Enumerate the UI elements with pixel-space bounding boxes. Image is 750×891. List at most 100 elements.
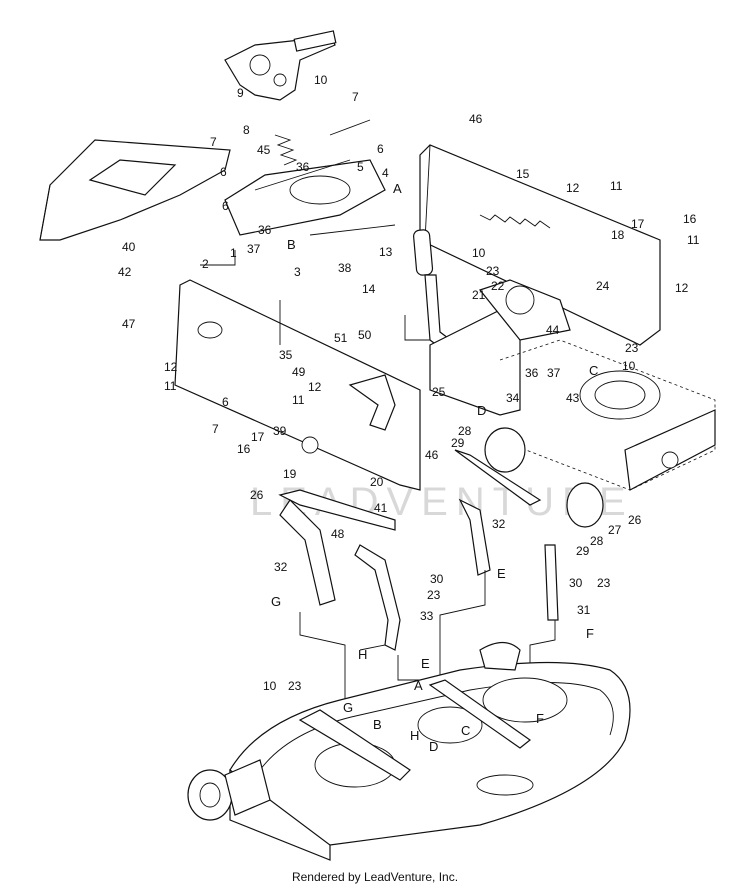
- callout-25: 25: [432, 385, 446, 399]
- rod-38: [309, 224, 396, 236]
- callout-10-a: 10: [314, 73, 328, 87]
- callout-19: 19: [283, 467, 297, 481]
- callout-6-c: 6: [222, 199, 229, 213]
- callout-11-a: 11: [610, 179, 623, 193]
- callout-C-deck: C: [461, 723, 470, 738]
- callout-6-d: 6: [222, 395, 229, 409]
- frame-plate-left: [39, 139, 231, 241]
- callout-30-b: 30: [569, 576, 583, 590]
- callout-23-c: 23: [427, 588, 441, 602]
- callout-C-top: C: [589, 363, 598, 378]
- callout-11-d: 11: [292, 393, 305, 407]
- callout-12-c: 12: [164, 360, 178, 374]
- callout-9: 9: [237, 86, 244, 100]
- callout-29-a: 29: [451, 436, 465, 450]
- callout-14: 14: [362, 282, 376, 296]
- callout-46-a: 46: [469, 112, 483, 126]
- callout-21: 21: [472, 288, 486, 302]
- callout-6-b: 6: [220, 165, 227, 179]
- callout-12-d: 12: [308, 380, 322, 394]
- callout-12-b: 12: [675, 281, 689, 295]
- callout-G-mid: G: [271, 594, 281, 609]
- callout-B-deck: B: [373, 717, 382, 732]
- callout-38: 38: [338, 261, 352, 275]
- callout-3: 3: [294, 265, 301, 279]
- callout-28-b: 28: [590, 534, 604, 548]
- callout-23-b: 23: [625, 341, 639, 355]
- callout-27: 27: [608, 523, 622, 537]
- callout-49: 49: [292, 365, 306, 379]
- callout-16-a: 16: [683, 212, 697, 226]
- callout-35: 35: [279, 348, 293, 362]
- callout-23-d: 23: [597, 576, 611, 590]
- callout-48: 48: [331, 527, 345, 541]
- callout-A-top: A: [393, 181, 402, 196]
- gauge-wheel: [187, 759, 271, 821]
- callout-10-c: 10: [622, 359, 636, 373]
- callout-20: 20: [370, 475, 384, 489]
- callout-B-top: B: [287, 237, 296, 252]
- callout-42: 42: [118, 265, 132, 279]
- callout-E-deck: E: [421, 656, 430, 671]
- footer-credit: Rendered by LeadVenture, Inc.: [291, 870, 459, 884]
- callout-45: 45: [257, 143, 271, 157]
- callout-13: 13: [379, 245, 393, 259]
- callout-2: 2: [202, 257, 209, 271]
- callout-12-a: 12: [566, 181, 580, 195]
- quadrant-49: [348, 374, 396, 431]
- callout-10-d: 10: [263, 679, 277, 693]
- callout-50: 50: [358, 328, 372, 342]
- lift-bracket-assembly: [224, 119, 386, 236]
- callout-22: 22: [491, 279, 505, 293]
- callout-39: 39: [273, 424, 287, 438]
- callout-36-a: 36: [296, 160, 310, 174]
- callout-F-deck: F: [536, 711, 544, 726]
- callout-51: 51: [334, 331, 348, 345]
- callout-36-b: 36: [258, 223, 272, 237]
- callout-F-mid: F: [586, 626, 594, 641]
- callout-5: 5: [357, 160, 364, 174]
- callout-43: 43: [566, 391, 580, 405]
- callout-28-a: 28: [458, 424, 472, 438]
- frame-panel-47: [174, 279, 421, 491]
- callout-40: 40: [122, 240, 136, 254]
- callout-23-e: 23: [288, 679, 302, 693]
- callout-37-b: 37: [547, 366, 561, 380]
- callout-6-a: 6: [377, 142, 384, 156]
- callout-11-c: 11: [164, 379, 177, 393]
- callout-23-a: 23: [486, 264, 500, 278]
- callout-7-b: 7: [210, 135, 217, 149]
- callout-30-a: 30: [430, 572, 444, 586]
- callout-11-b: 11: [687, 233, 700, 247]
- center-frame-assembly: [429, 279, 571, 416]
- callout-29-b: 29: [576, 544, 590, 558]
- spring-8: [274, 134, 298, 166]
- callout-A-deck: A: [414, 678, 423, 693]
- callout-26-b: 26: [628, 513, 642, 527]
- callout-4: 4: [382, 166, 389, 180]
- rear-frame-right: [499, 339, 716, 491]
- callout-H-deck: H: [410, 728, 419, 743]
- transmission-assembly: [224, 30, 337, 101]
- callout-32-b: 32: [492, 517, 506, 531]
- callout-8: 8: [243, 123, 250, 137]
- callout-D-top: D: [477, 403, 486, 418]
- callout-26-a: 26: [250, 488, 264, 502]
- callout-44: 44: [546, 323, 560, 337]
- spring-15: [479, 214, 551, 229]
- callout-24: 24: [596, 279, 610, 293]
- callout-17-a: 17: [631, 217, 645, 231]
- callout-33: 33: [420, 609, 434, 623]
- callout-36-c: 36: [525, 366, 539, 380]
- callout-E-mid: E: [497, 566, 506, 581]
- callouts: 10 9 7 6 8 45 36 5 4 A 6 7 6 38 37 36 B …: [118, 73, 700, 754]
- callout-32-a: 32: [274, 560, 288, 574]
- callout-7-c: 7: [212, 422, 219, 436]
- callout-34: 34: [506, 391, 520, 405]
- callout-10-b: 10: [472, 246, 486, 260]
- callout-31: 31: [577, 603, 591, 617]
- callout-D-deck: D: [429, 739, 438, 754]
- callout-17-b: 17: [251, 430, 265, 444]
- callout-47: 47: [122, 317, 136, 331]
